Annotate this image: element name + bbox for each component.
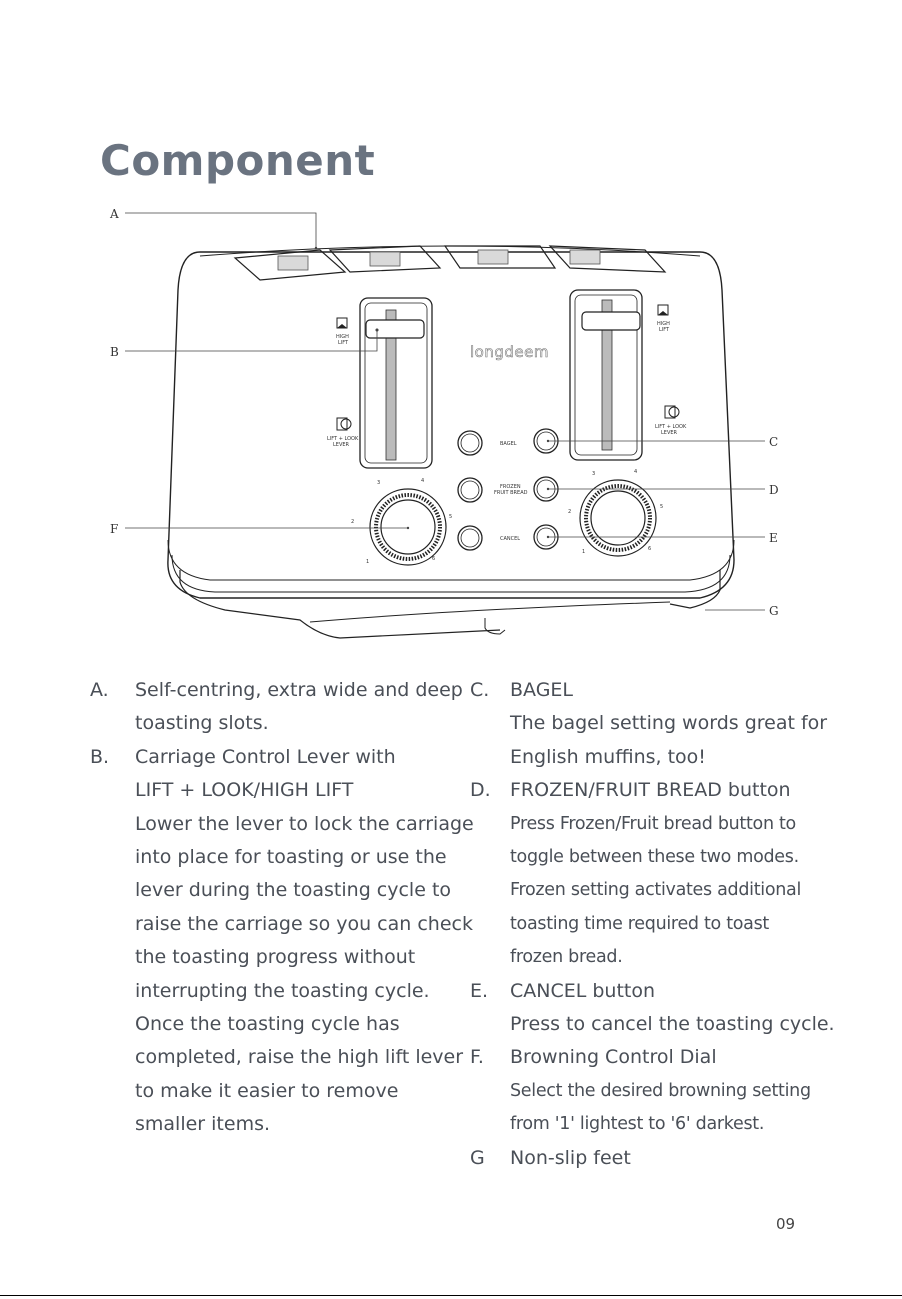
brand-logo: longdeem xyxy=(470,343,549,361)
svg-text:1: 1 xyxy=(366,559,369,565)
callout-c: C xyxy=(769,435,778,449)
frozen-label: FROZEN xyxy=(500,484,521,490)
callout-f: F xyxy=(110,522,118,536)
list-item: G Non-slip feet xyxy=(470,1142,840,1175)
list-item: B. Carriage Control Lever with LIFT + LO… xyxy=(90,741,474,1142)
toaster-body xyxy=(167,251,735,599)
item-letter: B. xyxy=(90,745,110,768)
item-letter: E. xyxy=(470,979,489,1002)
list-item: E. CANCEL button Press to cancel the toa… xyxy=(470,975,840,1042)
svg-text:FRUIT BREAD: FRUIT BREAD xyxy=(494,490,528,496)
right-lever-handle xyxy=(581,311,641,331)
toaster-illustration: HIGH LIFT LIFT + LOOK LEVER HIGH LIFT LI… xyxy=(109,207,779,639)
component-list-left: A. Self-centring, extra wide and deep to… xyxy=(90,674,474,1142)
svg-text:6: 6 xyxy=(432,556,435,562)
svg-text:4: 4 xyxy=(421,478,424,484)
left-lever-track xyxy=(359,297,433,469)
svg-text:LIFT: LIFT xyxy=(338,340,349,346)
lever-icons: HIGH LIFT LIFT + LOOK LEVER HIGH LIFT LI… xyxy=(327,304,687,448)
svg-text:HIGH: HIGH xyxy=(336,334,349,340)
callout-d: D xyxy=(769,483,779,497)
callout-e: E xyxy=(769,531,778,545)
svg-text:3: 3 xyxy=(377,480,380,486)
svg-text:5: 5 xyxy=(449,514,452,520)
item-letter: C. xyxy=(470,679,490,701)
list-item: D. FROZEN/FRUIT BREAD button Press Froze… xyxy=(470,774,840,974)
toasting-slots xyxy=(233,245,667,281)
list-item: F. Browning Control Dial Select the desi… xyxy=(470,1041,840,1141)
bagel-label: BAGEL xyxy=(500,441,517,447)
page-number: 09 xyxy=(776,1215,796,1233)
svg-text:LEVER: LEVER xyxy=(661,430,678,436)
svg-text:LIFT + LOOK: LIFT + LOOK xyxy=(327,436,359,442)
svg-text:LIFT + LOOK: LIFT + LOOK xyxy=(655,424,687,430)
list-item: A. Self-centring, extra wide and deep to… xyxy=(90,674,470,741)
callout-b: B xyxy=(110,345,119,359)
callout-g: G xyxy=(769,604,779,618)
svg-text:LIFT: LIFT xyxy=(659,327,670,333)
svg-text:5: 5 xyxy=(660,504,663,510)
left-lever-handle xyxy=(365,319,425,339)
item-letter: F. xyxy=(470,1046,484,1069)
item-letter: A. xyxy=(90,679,109,701)
list-item: C. BAGEL The bagel setting words great f… xyxy=(470,674,840,774)
callout-leaders xyxy=(125,212,765,611)
svg-text:HIGH: HIGH xyxy=(657,321,670,327)
cancel-label: CANCEL xyxy=(500,536,520,542)
toaster-diagram: HIGH LIFT LIFT + LOOK LEVER HIGH LIFT LI… xyxy=(0,195,902,655)
svg-text:6: 6 xyxy=(648,546,651,552)
left-browning-dial: 3 4 2 5 1 6 xyxy=(351,478,452,566)
right-browning-dial: 3 4 2 5 1 6 xyxy=(568,469,663,557)
bottom-divider xyxy=(0,1295,902,1296)
right-lever-track xyxy=(569,289,643,461)
item-letter: G xyxy=(470,1146,485,1169)
svg-text:3: 3 xyxy=(592,471,595,477)
svg-text:LEVER: LEVER xyxy=(333,442,350,448)
svg-text:1: 1 xyxy=(582,549,585,555)
item-letter: D. xyxy=(470,779,491,802)
page-title: Component xyxy=(100,136,376,185)
svg-text:2: 2 xyxy=(351,519,354,525)
svg-text:4: 4 xyxy=(634,469,637,475)
component-list-right: C. BAGEL The bagel setting words great f… xyxy=(470,674,840,1175)
svg-text:2: 2 xyxy=(568,509,571,515)
callout-a: A xyxy=(109,207,119,221)
